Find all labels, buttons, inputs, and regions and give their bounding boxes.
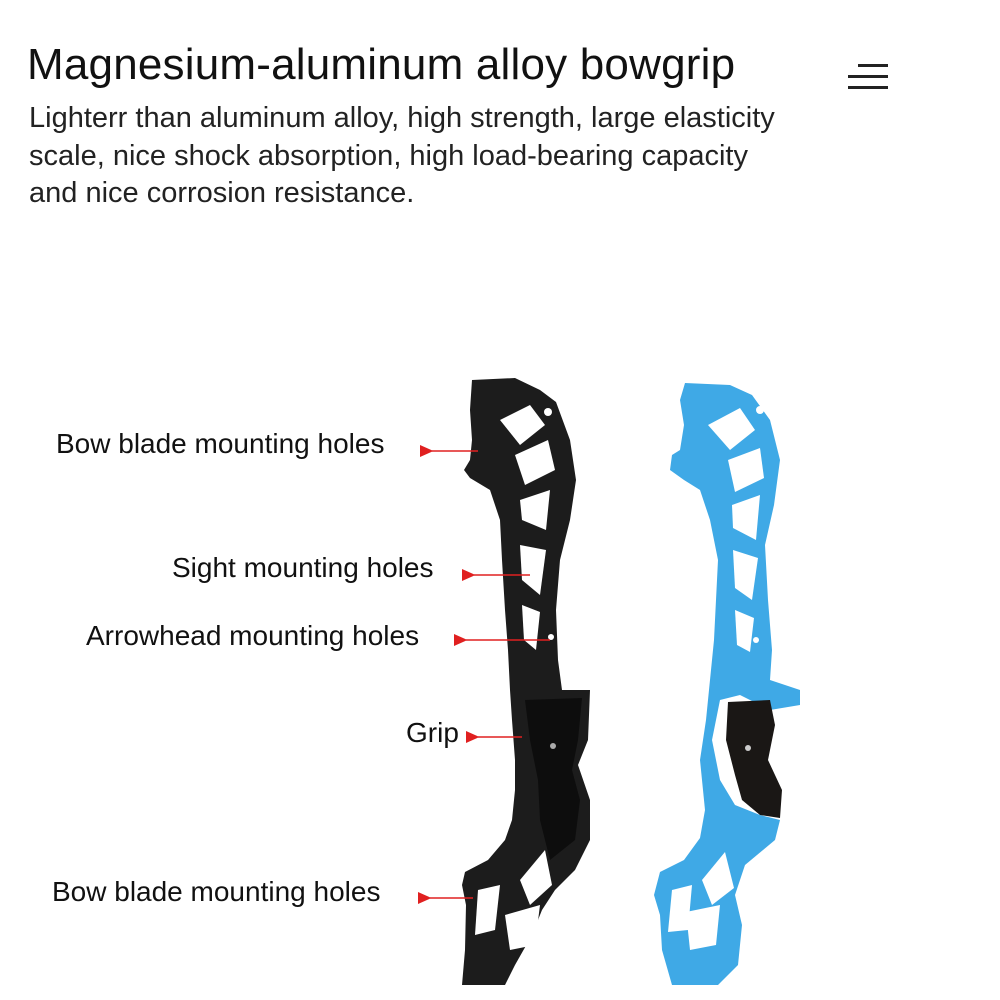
blue-riser-cutouts [668, 406, 764, 950]
menu-line [848, 75, 888, 78]
description-line: and nice corrosion resistance. [29, 177, 415, 209]
description-line: Lighterr than aluminum alloy, high stren… [29, 102, 775, 134]
product-description: Lighterr than aluminum alloy, high stren… [29, 100, 859, 213]
black-riser [462, 378, 590, 985]
hamburger-menu-icon[interactable] [846, 58, 890, 94]
callout-arrows [418, 445, 550, 904]
blue-grip-pad [726, 700, 782, 818]
menu-line [858, 64, 888, 67]
callout-sight: Sight mounting holes [172, 552, 434, 583]
black-riser-cutouts [475, 405, 555, 950]
callout-bow-blade-bottom: Bow blade mounting holes [52, 876, 381, 907]
menu-line [848, 86, 888, 89]
blue-riser [654, 383, 800, 985]
callout-grip: Grip [406, 717, 459, 748]
callout-bow-blade-top: Bow blade mounting holes [56, 428, 385, 459]
page-title: Magnesium-aluminum alloy bowgrip [27, 40, 736, 89]
black-grip-shadow [525, 698, 582, 860]
description-line: scale, nice shock absorption, high load-… [29, 139, 748, 172]
callout-arrowhead: Arrowhead mounting holes [86, 620, 420, 651]
blue-riser-body [654, 383, 800, 985]
